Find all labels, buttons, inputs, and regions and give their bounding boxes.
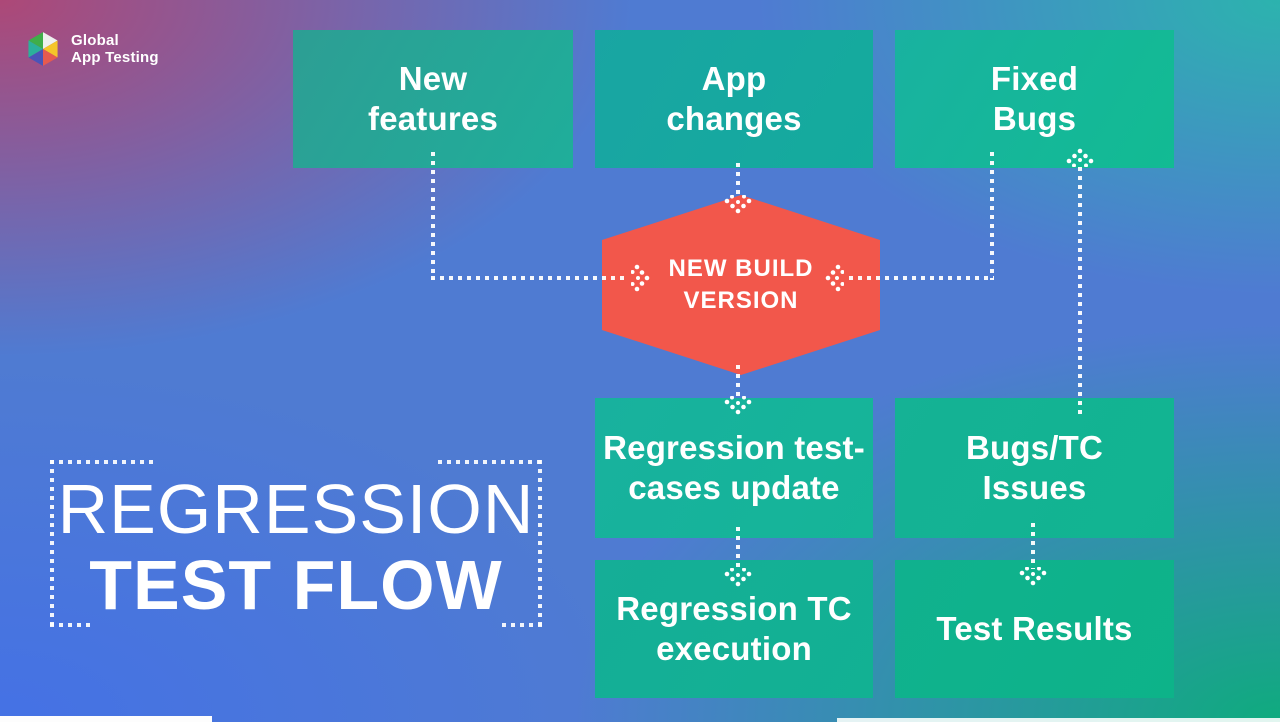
global-app-testing-logo: Global App Testing — [24, 29, 159, 69]
box-label-line: Bugs/TC — [965, 429, 1104, 467]
arrowhead-down-into-hexagon-icon — [724, 195, 752, 214]
cube-hexagon-logo-icon — [28, 32, 58, 66]
arrowhead-left-into-hexagon-icon — [825, 264, 844, 292]
arrow-line-new-features-right — [431, 276, 627, 280]
title-line1: REGRESSION — [57, 470, 535, 548]
box-label-line: Fixed — [990, 60, 1079, 98]
arrow-line-update-down — [736, 527, 740, 569]
box-label-line: Regression test- — [603, 429, 865, 467]
box-label-line: cases update — [628, 469, 840, 506]
arrow-line-app-changes-down — [736, 163, 740, 197]
box-label-line: features — [368, 100, 498, 137]
title-line2: TEST FLOW — [89, 546, 503, 624]
arrow-line-fixed-bugs-left — [849, 276, 994, 280]
box-label-line: App — [701, 60, 767, 98]
arrow-line-hexagon-down — [736, 365, 740, 399]
title-frame-bottom-right — [502, 623, 542, 627]
box-label-line: Regression TC — [616, 590, 852, 628]
arrow-line-fixed-bugs-down — [990, 152, 994, 280]
flow-box-fixed-bugs: Fixed Bugs — [895, 30, 1174, 168]
title-frame-left — [50, 460, 54, 627]
arrowhead-up-into-fixed-bugs-icon — [1066, 148, 1094, 167]
box-label-line: execution — [656, 630, 812, 667]
box-label-line: New — [398, 60, 468, 98]
logo-line1: Global — [71, 31, 119, 49]
flow-box-app-changes: App changes — [595, 30, 873, 168]
box-label-line: changes — [666, 100, 802, 137]
logo-line2: App Testing — [71, 49, 159, 66]
page-title: REGRESSION TEST FLOW — [50, 460, 542, 628]
flow-box-new-features: New features — [293, 30, 573, 168]
arrowhead-right-into-hexagon-icon — [631, 264, 650, 292]
arrowhead-down-into-update-icon — [724, 396, 752, 415]
arrow-line-issues-down — [1031, 523, 1035, 569]
flow-box-bugs-tc-issues: Bugs/TC Issues — [895, 398, 1174, 538]
arrowhead-down-into-execution-icon — [724, 568, 752, 587]
box-label-line: Test Results — [936, 610, 1133, 648]
hexagon-label-line: NEW BUILD — [668, 254, 814, 282]
arrowhead-down-into-results-icon — [1019, 567, 1047, 586]
arrow-line-new-features-down — [431, 152, 435, 280]
bottom-left-edge-strip — [0, 716, 212, 722]
title-frame-top-left — [50, 460, 154, 464]
flow-box-regression-tc-execution: Regression TC execution — [595, 560, 873, 698]
logo-wordmark: Global App Testing — [71, 32, 159, 67]
box-label-line: Issues — [982, 469, 1087, 506]
bottom-right-edge-strip — [837, 718, 1280, 722]
box-label-line: Bugs — [992, 100, 1077, 137]
arrow-line-issues-up-to-fixed-bugs — [1078, 167, 1082, 417]
title-frame-bottom-left — [50, 623, 90, 627]
hexagon-label-line: VERSION — [683, 287, 799, 314]
title-frame-top-right — [438, 460, 542, 464]
title-frame-right — [538, 460, 542, 627]
flow-box-regression-tc-update: Regression test- cases update — [595, 398, 873, 538]
